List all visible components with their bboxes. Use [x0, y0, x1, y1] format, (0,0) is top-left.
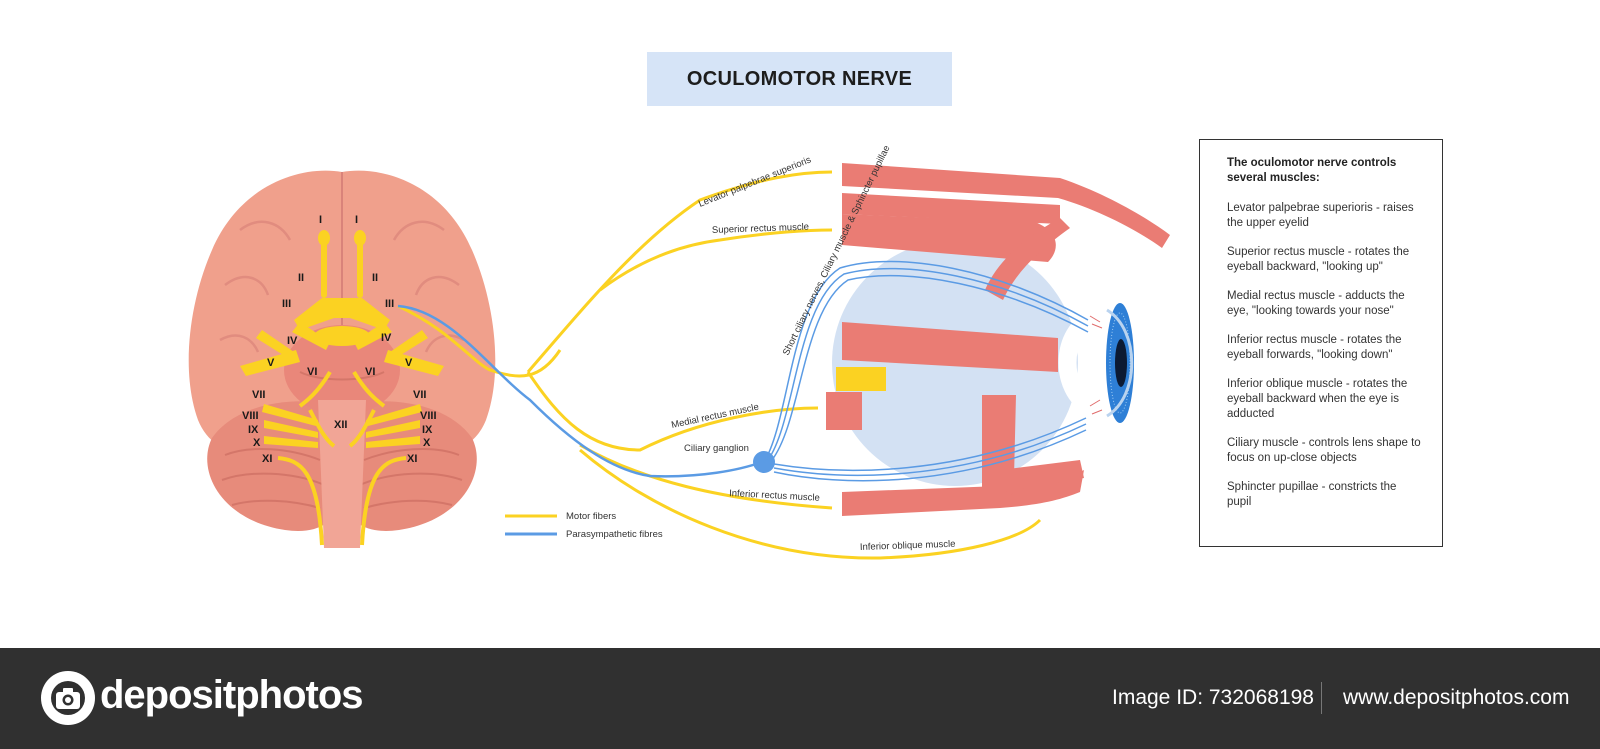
cranial-nerve-labels: I I II II III III IV IV V V VI VI VII VI… — [242, 214, 437, 465]
footer-bar — [0, 648, 1600, 749]
label-V-right: V — [405, 357, 413, 369]
label-V-left: V — [267, 357, 275, 369]
label-IV-right: IV — [381, 332, 392, 344]
info-item: Inferior oblique muscle - rotates the ey… — [1227, 378, 1408, 420]
info-item: Levator palpebrae superioris - raises th… — [1227, 202, 1414, 229]
brand-name[interactable]: depositphotos — [100, 673, 364, 717]
label-VI-right: VI — [365, 366, 375, 378]
label-I-left: I — [319, 214, 322, 226]
label-IX-left: IX — [248, 424, 259, 436]
info-item: Superior rectus muscle - rotates the eye… — [1227, 246, 1410, 273]
label-III-right: III — [385, 298, 394, 310]
page-title: OCULOMOTOR NERVE — [686, 67, 913, 90]
info-item: Ciliary muscle - controls lens shape to … — [1227, 437, 1421, 464]
label-IV-left: IV — [287, 335, 298, 347]
motor-branch-levator — [526, 170, 833, 373]
depositphotos-logo-icon[interactable] — [40, 670, 96, 726]
label-XI-right: XI — [407, 453, 417, 465]
pupil — [1115, 339, 1127, 387]
label-I-right: I — [355, 214, 358, 226]
parasympathetic-trunk — [397, 304, 763, 478]
label-III-left: III — [282, 298, 291, 310]
motor-branch-superior-rectus — [599, 228, 833, 292]
image-id: Image ID: 732068198 — [1112, 686, 1314, 709]
label-VII-right: VII — [413, 389, 426, 401]
parasympathetic-fibers — [397, 260, 1089, 482]
motor-branch-inferior-rectus — [579, 443, 833, 510]
label-X-left: X — [253, 437, 261, 449]
superior-rectus-muscle — [842, 193, 1060, 224]
label-inferior-rectus: Inferior rectus muscle — [729, 488, 820, 504]
ciliary-ganglion-block — [836, 367, 886, 391]
oculomotor-diagram: I I II II III III IV IV V V VI VI VII VI… — [188, 144, 1170, 560]
info-intro: The oculomotor nerve controls several mu… — [1227, 157, 1397, 184]
label-XI-left: XI — [262, 453, 272, 465]
info-item: Inferior rectus muscle - rotates the eye… — [1227, 334, 1402, 361]
site-link[interactable]: www.depositphotos.com — [1343, 686, 1570, 709]
motor-branch-medial-rectus — [526, 371, 819, 452]
levator-muscle — [842, 163, 1170, 248]
label-VIII-left: VIII — [242, 410, 259, 422]
diagram-stage: I I II II III III IV IV V V VI VI VII VI… — [188, 52, 1443, 560]
info-item: Sphincter pupillae - constricts the pupi… — [1227, 481, 1397, 508]
label-II-right: II — [372, 272, 378, 284]
label-IX-right: IX — [422, 424, 433, 436]
legend: Motor fibers Parasympathetic fibres — [505, 511, 663, 540]
footer-divider — [1321, 682, 1322, 714]
label-VI-left: VI — [307, 366, 317, 378]
medial-rectus-muscle — [842, 322, 1058, 372]
motor-fibers — [397, 170, 1042, 560]
cranial-nerves — [240, 230, 444, 546]
brain — [188, 170, 496, 548]
label-levator: Levator palpebrae superioris — [697, 154, 813, 209]
info-item: Medial rectus muscle - adducts the eye, … — [1227, 290, 1405, 317]
label-XII: XII — [334, 419, 347, 431]
label-X-right: X — [423, 437, 431, 449]
label-VIII-right: VIII — [420, 410, 437, 422]
label-superior-rectus: Superior rectus muscle — [712, 222, 809, 236]
label-inferior-oblique: Inferior oblique muscle — [860, 539, 956, 553]
label-ciliary-ganglion: Ciliary ganglion — [684, 443, 749, 454]
motor-trunk — [397, 304, 562, 378]
title-box: OCULOMOTOR NERVE — [647, 52, 952, 106]
legend-parasympathetic-label: Parasympathetic fibres — [566, 529, 663, 540]
inferior-rectus-muscle — [842, 470, 1084, 516]
legend-motor-label: Motor fibers — [566, 511, 616, 522]
motor-branch-inferior-oblique — [579, 448, 1042, 560]
label-VII-left: VII — [252, 389, 265, 401]
info-box: The oculomotor nerve controls several mu… — [1199, 139, 1443, 547]
eye — [826, 163, 1170, 516]
label-II-left: II — [298, 272, 304, 284]
medulla — [318, 400, 366, 548]
